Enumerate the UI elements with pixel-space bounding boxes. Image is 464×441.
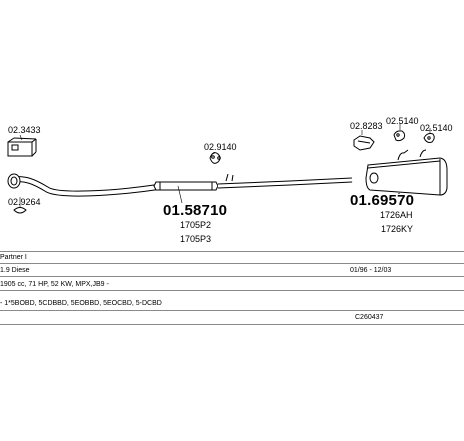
rubber-rear2-shape bbox=[423, 133, 435, 143]
rear-silencer-ref-1: 1726AH bbox=[380, 210, 413, 220]
front-pipe-ref-1: 1705P2 bbox=[180, 220, 212, 230]
chassis-codes: - 1*5BOBD, 5CDBBD, 5EOBBD, 5EOCBD, 5-DCB… bbox=[0, 300, 162, 307]
label-clamp-rear: 02.8283 bbox=[350, 121, 383, 131]
front-pipe-ref-2: 1705P3 bbox=[180, 234, 212, 244]
table-rule-4 bbox=[0, 310, 464, 311]
label-rubber-rear-1: 02.5140 bbox=[386, 116, 419, 126]
vehicle-model: Partner I bbox=[0, 254, 27, 261]
catalog-code: C260437 bbox=[355, 314, 384, 321]
table-rule-3 bbox=[0, 290, 464, 291]
table-rule-bottom bbox=[0, 324, 464, 325]
middle-silencer bbox=[153, 181, 219, 191]
front-pipe-part-number: 01.58710 bbox=[163, 202, 228, 219]
label-rubber-rear-2: 02.5140 bbox=[420, 123, 453, 133]
label-rubber-mid: 02.9140 bbox=[204, 142, 237, 152]
front-flange bbox=[7, 173, 21, 189]
rear-silencer-ref-2: 1726KY bbox=[381, 224, 414, 234]
rear-silencer-part-number: 01.69570 bbox=[350, 192, 415, 209]
clamp-rear-shape bbox=[353, 135, 375, 151]
engine-spec: 1905 cc, 71 HP, 52 KW, MPX,JB9 - bbox=[0, 281, 109, 288]
table-rule-2 bbox=[0, 276, 464, 277]
date-range: 01/96 - 12/03 bbox=[350, 267, 392, 274]
label-hanger-left: 02.3433 bbox=[8, 125, 41, 135]
rubber-mid-shape bbox=[209, 152, 221, 164]
tailpipe bbox=[369, 172, 379, 184]
label-clamp-left: 02.9264 bbox=[8, 197, 41, 207]
engine-label: 1.9 Diese bbox=[0, 267, 30, 274]
clamp-left-shape bbox=[13, 207, 27, 214]
rear-silencer bbox=[365, 157, 448, 196]
table-rule-top bbox=[0, 251, 464, 252]
table-rule-1 bbox=[0, 263, 464, 264]
